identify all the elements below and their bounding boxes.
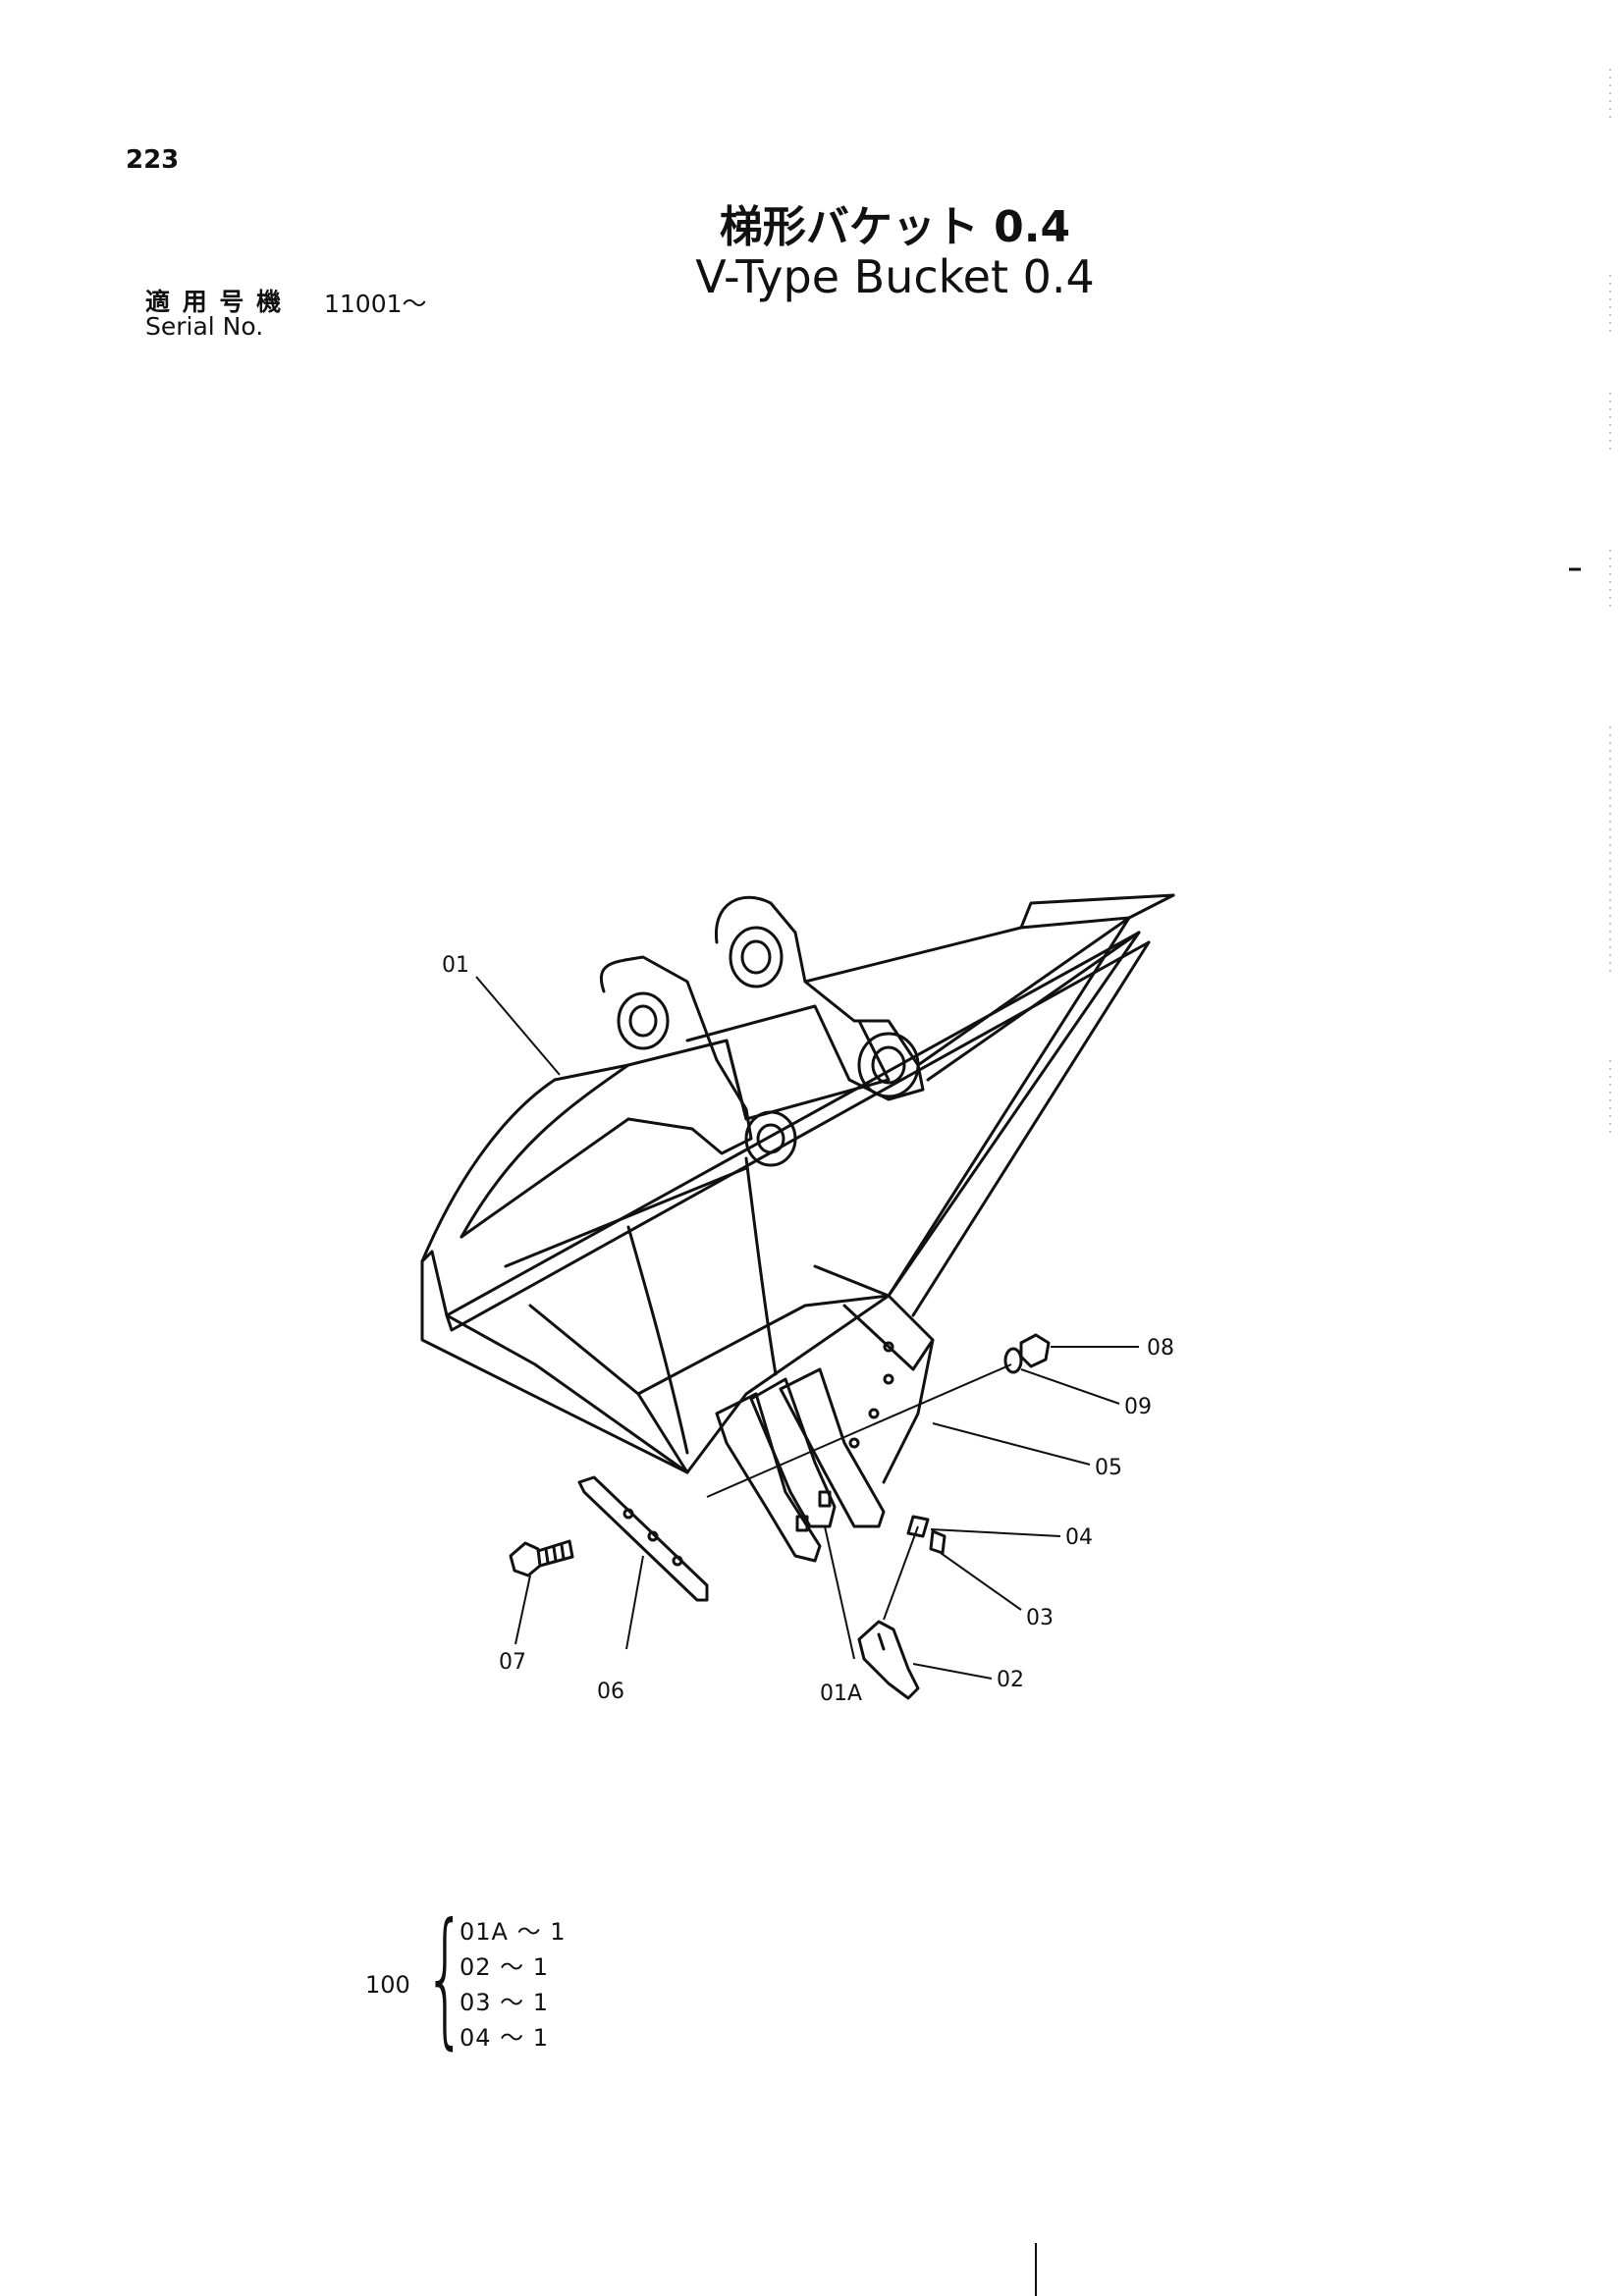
serial-label-english: Serial No. [145, 312, 264, 341]
callout-07: 07 [499, 1650, 526, 1675]
bucket-teeth [715, 1367, 886, 1563]
callout-03: 03 [1026, 1606, 1054, 1630]
serial-label-japanese: 適 用 号 機 [145, 288, 284, 316]
leader-lines [475, 976, 1139, 1680]
title-english: V-Type Bucket 0.4 [695, 250, 1095, 303]
brace-symbol: { [424, 1893, 466, 2063]
side-cutter-06 [577, 1475, 709, 1602]
kit-item: 01A ～ 1 [460, 1918, 567, 1946]
edge-specks [1035, 69, 1611, 2296]
mounting-bracket [460, 895, 1141, 1268]
kit-item: 02 ～ 1 [460, 1953, 550, 1981]
nut-08 [1019, 1333, 1051, 1368]
washer-09 [1003, 1347, 1023, 1374]
bucket-body [420, 893, 1175, 1484]
callout-04: 04 [1065, 1525, 1093, 1550]
callout-09: 09 [1124, 1395, 1152, 1419]
bolt-07 [509, 1539, 574, 1577]
tooth-02 [857, 1620, 920, 1700]
callout-08: 08 [1147, 1336, 1174, 1361]
page-number: 223 [126, 145, 180, 175]
callout-06: 06 [597, 1680, 624, 1704]
kit-number: 100 [365, 1971, 410, 1999]
pin-04 [906, 1515, 930, 1538]
kit-item: 04 ～ 1 [460, 2024, 550, 2052]
callout-05: 05 [1095, 1456, 1122, 1480]
lock-03 [929, 1529, 947, 1555]
callout-01: 01 [442, 953, 469, 978]
kit-item: 03 ～ 1 [460, 1989, 550, 2016]
callout-02: 02 [997, 1668, 1024, 1692]
callout-01A: 01A [820, 1682, 862, 1706]
serial-range: 11001〜 [324, 290, 427, 318]
title-japanese: 梯形バケット 0.4 [719, 202, 1071, 252]
